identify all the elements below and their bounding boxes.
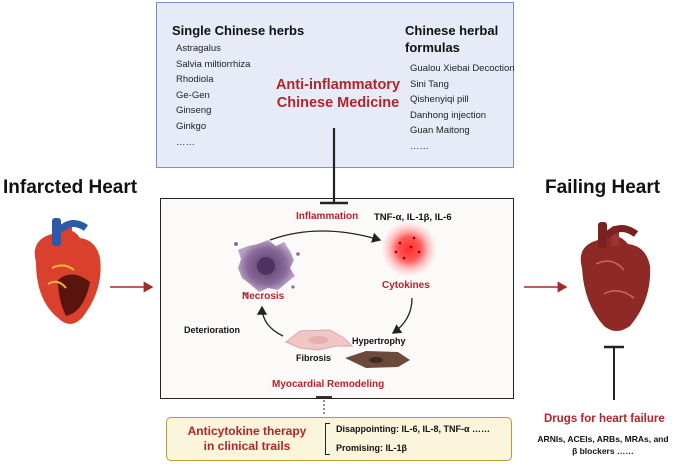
failing-heart-icon [580, 222, 651, 331]
herbs-list: Astragalus Salvia miltiorrhiza Rhodiola … [176, 41, 250, 150]
herb-item: Astragalus [176, 43, 221, 54]
herbs-title: Single Chinese herbs [172, 23, 305, 38]
formula-item: Guan Maitong [410, 125, 470, 137]
inflammation-label: Inflammation [296, 211, 359, 222]
arrow-fibrosis-to-necrosis [256, 305, 284, 337]
inhibition-line-top [320, 128, 348, 205]
formula-item: …… [410, 140, 429, 152]
herb-item: Ginseng [176, 105, 212, 117]
anti-inflammatory-line2: Chinese Medicine [276, 95, 400, 111]
fibrosis-cell-icon [285, 329, 354, 351]
formula-item: Sini Tang [410, 78, 449, 90]
deterioration-label: Deterioration [184, 325, 241, 335]
cytokines-list-label: TNF-α, IL-1β, IL-6 [374, 212, 452, 223]
therapy-bracket [325, 423, 330, 455]
formulas-title-line2: formulas [405, 40, 460, 55]
anti-inflammatory-label: Anti-inflammatory Chinese Medicine [258, 76, 418, 112]
infarcted-heart-title: Infarcted Heart [3, 177, 138, 198]
hypertrophy-cell-icon [345, 351, 410, 368]
anti-inflammatory-line1: Anti-inflammatory [275, 77, 401, 93]
formulas-title-line1: Chinese herbal [405, 23, 499, 38]
promising-text: Promising: IL-1β [336, 443, 407, 453]
drugs-list-line1: ARNIs, ACEIs, ARBs, MRAs, and [537, 434, 669, 444]
inhibition-line-bottom [316, 396, 332, 414]
anticytokine-title-line2: in clinical trails [203, 438, 291, 453]
myocardial-remodeling-label: Myocardial Remodeling [272, 379, 385, 390]
necrosis-label: Necrosis [242, 291, 285, 302]
inhibition-line-drugs [604, 345, 624, 400]
anticytokine-title-line1: Anticytokine therapy [187, 424, 307, 438]
cytokines-icon [382, 222, 436, 276]
cytokines-label: Cytokines [382, 280, 430, 291]
formula-item: Qishenyiqi pill [410, 94, 469, 106]
drugs-list: ARNIs, ACEIs, ARBs, MRAs, and β blockers… [528, 433, 678, 457]
hypertrophy-label: Hypertrophy [352, 336, 406, 346]
anticytokine-title: Anticytokine therapy in clinical trails [178, 424, 316, 453]
infarcted-heart-icon [34, 218, 101, 324]
formula-item: Gualou Xiebai Decoction [410, 63, 515, 74]
arrow-inflammation-to-cytokines [269, 230, 382, 243]
drugs-list-line2: β blockers …… [572, 446, 634, 456]
formulas-title: Chinese herbal formulas [405, 22, 498, 56]
anticytokine-therapy-panel [166, 417, 512, 461]
herb-item: Salvia miltiorrhiza [176, 58, 251, 70]
necrosis-cell-icon [234, 240, 300, 296]
fibrosis-label: Fibrosis [296, 353, 332, 363]
arrow-cytokines-to-hypertrophy [391, 297, 413, 334]
disappointing-text: Disappointing: IL-6, IL-8, TNF-α …… [336, 424, 491, 434]
herb-item: Ge-Gen [176, 89, 210, 101]
herb-item: …… [176, 136, 195, 148]
herb-item: Ginkgo [176, 120, 207, 132]
formulas-list: Gualou Xiebai Decoction Sini Tang Qishen… [410, 61, 515, 155]
failing-heart-title: Failing Heart [545, 177, 661, 198]
formula-item: Danhong injection [410, 109, 487, 121]
herb-item: Rhodiola [176, 74, 214, 86]
drugs-title: Drugs for heart failure [544, 413, 665, 425]
